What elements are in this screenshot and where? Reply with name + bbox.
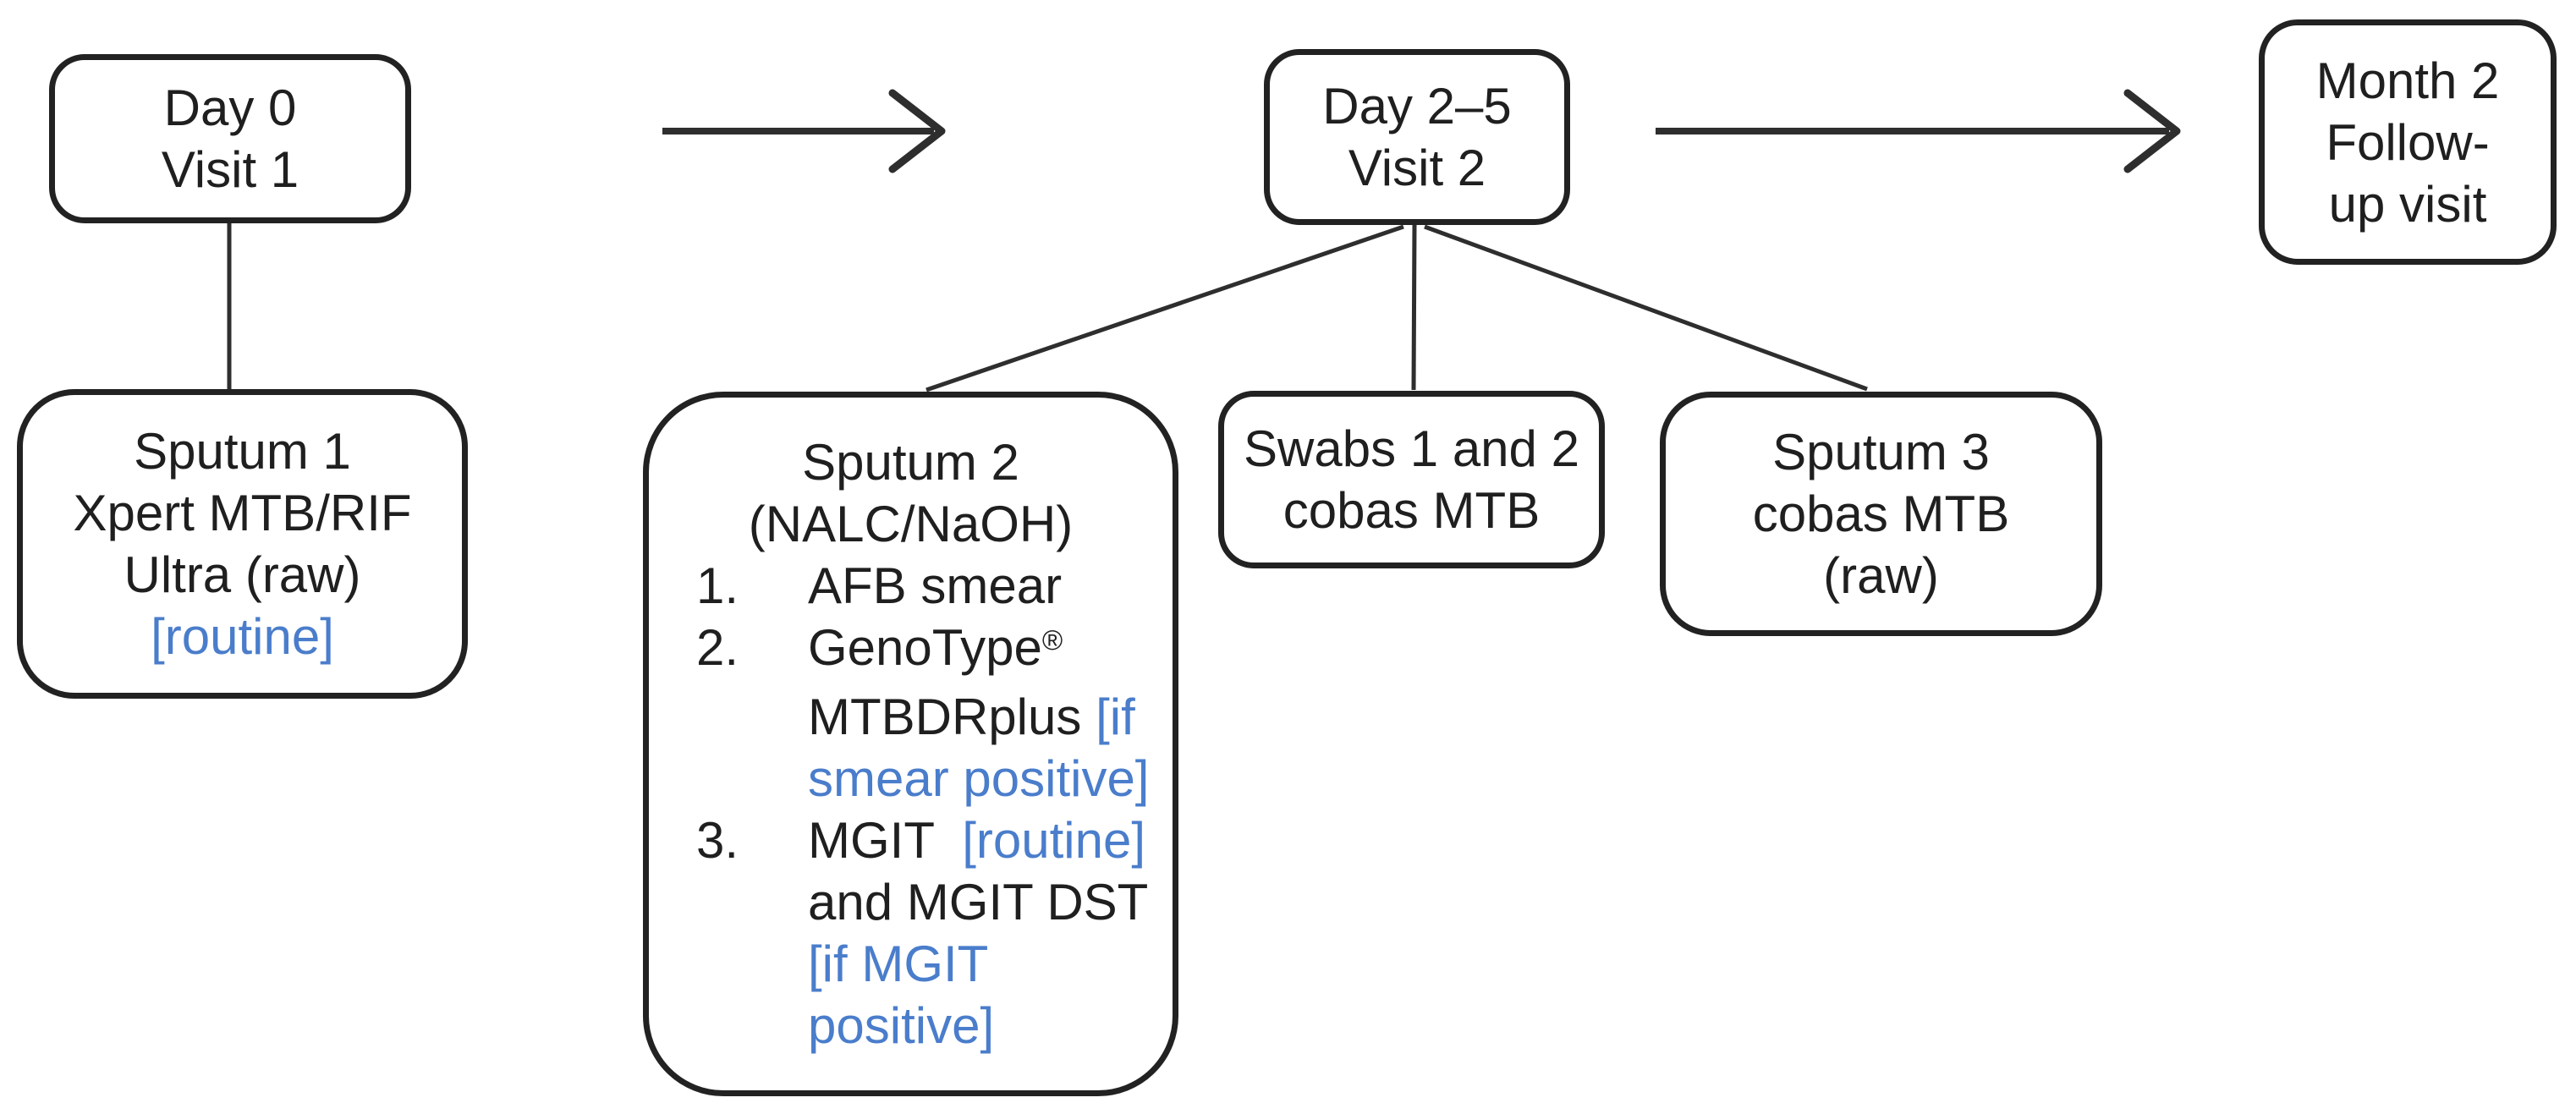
list-item-number: 2. bbox=[696, 619, 739, 676]
node-sputum1: Sputum 1 Xpert MTB/RIF Ultra (raw) [rout… bbox=[17, 389, 468, 699]
node-text-line: Sputum 3 bbox=[1772, 424, 1990, 480]
node-text-line: Follow- bbox=[2326, 113, 2490, 171]
node-month2-followup: Month 2 Follow- up visit bbox=[2259, 19, 2557, 265]
node-text-line: Xpert MTB/RIF bbox=[73, 485, 412, 541]
node-text-line: Swabs 1 and 2 bbox=[1244, 420, 1579, 477]
node-day2-5-visit2: Day 2–5 Visit 2 bbox=[1264, 49, 1570, 225]
node-text-line: cobas MTB bbox=[1283, 482, 1541, 539]
arrow-right-icon bbox=[1656, 89, 2181, 173]
node-title-line: (NALC/NaOH) bbox=[748, 496, 1074, 552]
node-day0-visit1: Day 0 Visit 1 bbox=[49, 54, 411, 223]
text-segment: and MGIT DST bbox=[808, 874, 1149, 930]
list-item-text: positive] bbox=[808, 995, 1173, 1056]
list-item-text: MGIT [routine] bbox=[808, 809, 1173, 871]
node-text-line: cobas MTB bbox=[1752, 486, 2010, 542]
condition-annotation: [if MGIT bbox=[808, 936, 989, 992]
node-text-line: Visit 1 bbox=[161, 141, 299, 198]
registered-trademark-symbol: ® bbox=[1041, 623, 1063, 656]
list-item-text: GenoType® bbox=[808, 617, 1173, 686]
arrow-right-icon bbox=[662, 89, 946, 173]
connector-visit2-sputum3 bbox=[1424, 224, 1868, 392]
list-item-text: and MGIT DST bbox=[808, 871, 1173, 933]
list-item-number: 1. bbox=[696, 557, 739, 614]
node-text-line: (raw) bbox=[1823, 547, 1939, 604]
list-item: 1. AFB smear bbox=[649, 555, 1173, 617]
routine-annotation: [routine] bbox=[947, 812, 1146, 869]
node-title-line: Sputum 2 bbox=[802, 434, 1019, 491]
node-text-line: Day 2–5 bbox=[1322, 78, 1512, 134]
text-segment: AFB smear bbox=[808, 557, 1063, 614]
node-text-line: Sputum 1 bbox=[134, 423, 351, 480]
list-item-text: [if MGIT bbox=[808, 933, 1173, 995]
condition-annotation: [if bbox=[1096, 689, 1135, 745]
list-item: 3. MGIT [routine] and MGIT DST [if MGIT … bbox=[649, 809, 1173, 1056]
node-text-line: Month 2 bbox=[2315, 52, 2500, 109]
node-text-line: up visit bbox=[2328, 175, 2487, 233]
node-sputum2: Sputum 2 (NALC/NaOH) 1. AFB smear 2. Gen… bbox=[643, 392, 1178, 1096]
condition-annotation: smear positive] bbox=[808, 750, 1150, 807]
list-item-text: MTBDRplus [if bbox=[808, 686, 1173, 748]
list-item: 2. GenoType® MTBDRplus [if smear positiv… bbox=[649, 617, 1173, 809]
list-item-number: 3. bbox=[696, 812, 739, 869]
condition-annotation: positive] bbox=[808, 997, 995, 1054]
node-text-line: Ultra (raw) bbox=[124, 546, 361, 603]
node-sputum3: Sputum 3 cobas MTB (raw) bbox=[1660, 392, 2102, 636]
routine-annotation: [routine] bbox=[151, 608, 334, 665]
node-text-line: Day 0 bbox=[163, 80, 297, 136]
node-text-line: Visit 2 bbox=[1348, 140, 1486, 196]
text-segment: MTBDRplus bbox=[808, 689, 1096, 745]
text-segment: GenoType bbox=[808, 619, 1042, 676]
text-segment: MGIT bbox=[808, 812, 948, 869]
list-item-text: AFB smear bbox=[808, 555, 1173, 617]
connector-visit2-sputum2 bbox=[925, 224, 1404, 392]
list-item-text: smear positive] bbox=[808, 748, 1173, 809]
node-swabs1-2: Swabs 1 and 2 cobas MTB bbox=[1218, 391, 1605, 568]
